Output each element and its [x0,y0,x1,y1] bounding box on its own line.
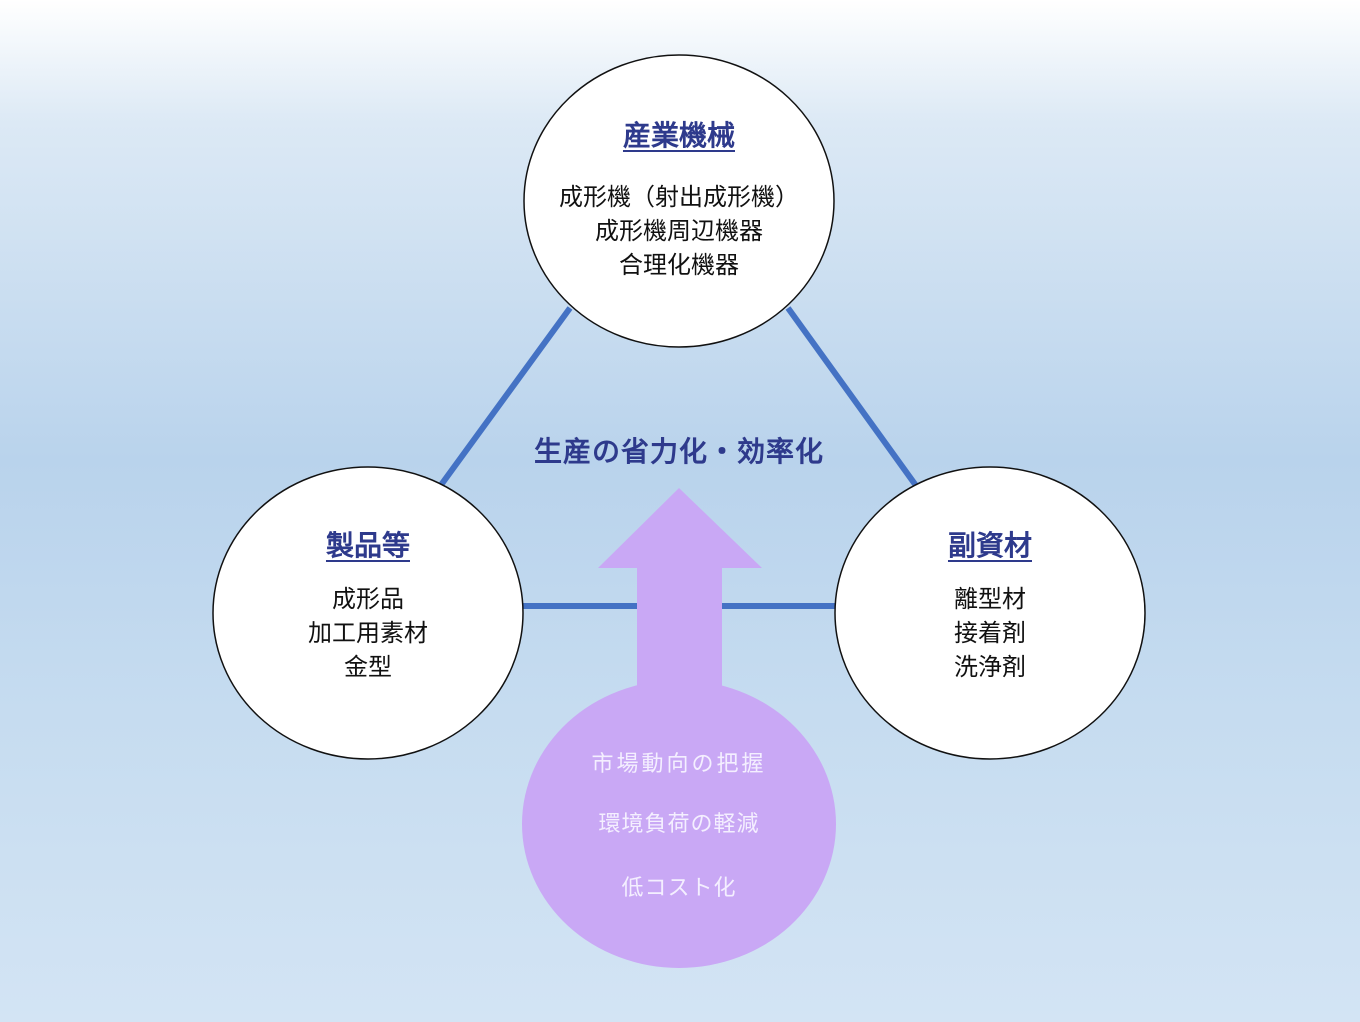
node-left-circle [212,466,524,760]
node-top-title: 産業機械 [622,119,735,152]
node-left-title: 製品等 [325,529,410,562]
driver-item: 低コスト化 [621,876,737,901]
node-top-body: 成形機（射出成形機） 成形機周辺機器 合理化機器 [529,180,829,282]
driver-item: 市場動向の把握 [591,752,767,777]
connector-top-right [785,306,920,489]
node-right-circle [834,466,1146,760]
node-top-line: 合理化機器 [619,251,739,279]
node-top-line: 成形機（射出成形機） [559,183,799,211]
driver-item: 環境負荷の軽減 [598,812,760,837]
connector-top-left [438,306,573,487]
drivers-circle [522,680,836,968]
node-left-body: 成形品 加工用素材 金型 [218,582,518,684]
node-right-line: 洗浄剤 [954,653,1026,681]
center-label: 生産の省力化・効率化 [533,435,824,468]
node-top-circle [523,54,835,348]
up-arrow [598,488,762,720]
node-left-line: 成形品 [332,585,404,613]
node-right-line: 離型材 [954,585,1026,613]
node-right-title: 副資材 [947,529,1032,562]
node-right-line: 接着剤 [954,619,1026,647]
node-top-line: 成形機周辺機器 [595,217,763,245]
node-left-line: 加工用素材 [308,619,428,647]
node-right-body: 離型材 接着剤 洗浄剤 [840,582,1140,684]
node-left-line: 金型 [344,653,392,681]
